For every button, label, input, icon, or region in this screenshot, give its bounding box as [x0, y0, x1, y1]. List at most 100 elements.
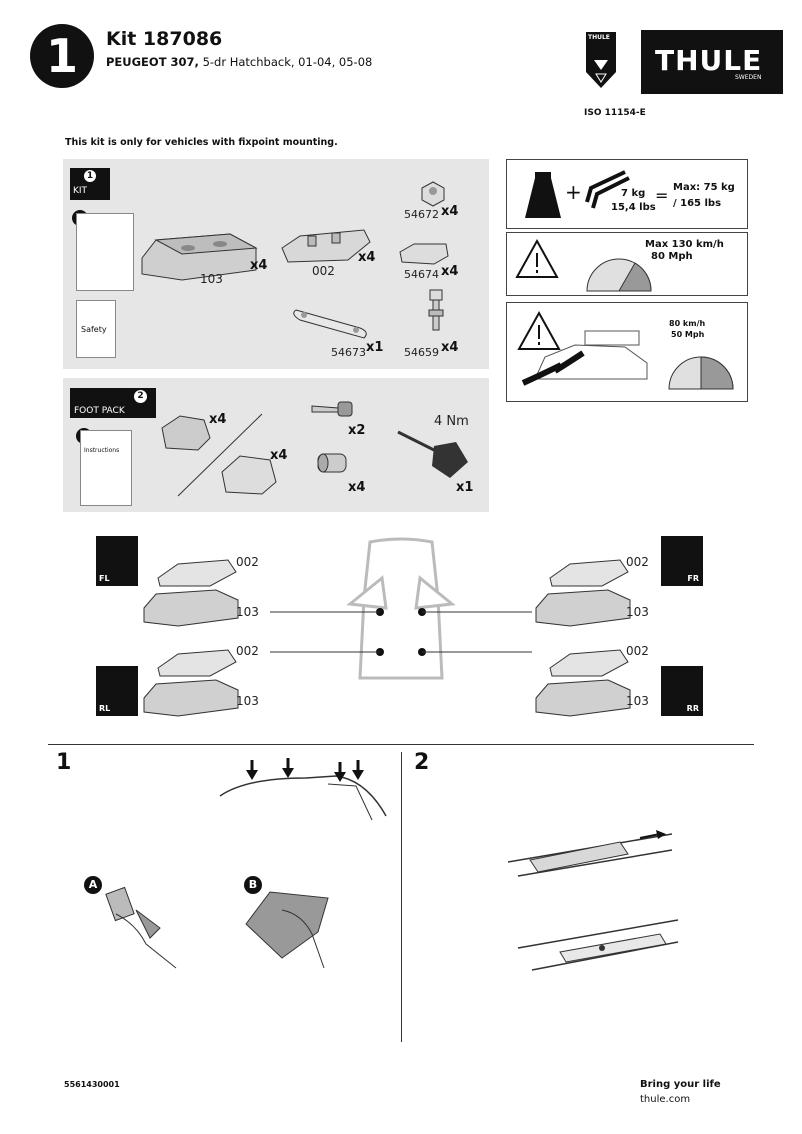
part-top-label: 002: [236, 555, 259, 569]
instruction-booklet: [76, 213, 134, 291]
tool-qty: x1: [456, 480, 474, 495]
foot-assembly-rl-icon: [143, 649, 239, 717]
part-qty: x4: [250, 258, 268, 273]
rail-slide-illustration: [507, 830, 673, 877]
key-icon: [311, 401, 353, 417]
foot-pack-label: FOOT PACK: [74, 406, 125, 416]
guarantee-badge-icon: [586, 32, 616, 88]
foot-assembly-rr-icon: [535, 649, 631, 717]
corner-tag-rl: RL: [96, 666, 138, 716]
part-code: 103: [200, 272, 223, 286]
part-qty: x4: [441, 340, 459, 355]
steps-divider: [48, 744, 754, 745]
lock-cylinder-icon: [317, 453, 347, 473]
safety-booklet: Safety: [76, 300, 116, 358]
part-number: 5561430001: [64, 1080, 120, 1089]
instructions-label: Instructions: [84, 447, 120, 454]
roof-arrows-illustration: [219, 758, 387, 821]
locks-qty: x4: [348, 480, 366, 495]
bracket-002-icon: [281, 229, 371, 263]
plus-sign: +: [565, 180, 582, 204]
foot-pack-box-icon: 2 FOOT PACK: [70, 388, 156, 418]
kit-num: 1: [84, 170, 96, 182]
sub-step-b: B: [244, 876, 262, 894]
part-code: 002: [312, 264, 335, 278]
kit-panel: [63, 159, 489, 369]
part-qty: x1: [366, 340, 384, 355]
speedometer-icon: [586, 258, 652, 292]
nut-54672-icon: [421, 181, 445, 207]
website-link[interactable]: thule.com: [640, 1094, 691, 1105]
load-bars-icon: [585, 170, 630, 209]
torque-tool-icon: [397, 430, 468, 478]
fr-label: FR: [687, 574, 699, 583]
foot-assembly-fl-icon: [143, 559, 239, 627]
kit-label: KIT: [73, 186, 88, 196]
speedometer-icon: [668, 356, 734, 390]
guarantee-badge: THULE: [584, 30, 618, 92]
foot-assembly-fr-icon: [535, 559, 631, 627]
bar-weight-kg: 7 kg: [621, 188, 646, 199]
part-bottom-label: 103: [236, 605, 259, 619]
part-top-label: 002: [626, 644, 649, 658]
fixpoint-notice: This kit is only for vehicles with fixpo…: [65, 137, 338, 148]
plate-54673-icon: [293, 309, 367, 339]
vehicle-make: PEUGEOT 307,: [106, 55, 199, 69]
max-load-kg: Max: 75 kg: [673, 182, 735, 193]
max-speed-mph: 80 Mph: [651, 251, 693, 262]
part-bottom-label: 103: [626, 605, 649, 619]
part-qty: x4: [441, 264, 459, 279]
foot-b-qty: x4: [270, 448, 288, 463]
part-code: 54659: [404, 346, 439, 359]
step-2-number: 2: [414, 750, 430, 775]
part-bottom-label: 103: [626, 694, 649, 708]
equals-sign: =: [655, 186, 669, 205]
vehicle-info: PEUGEOT 307, 5-dr Hatchback, 01-04, 05-0…: [106, 55, 372, 69]
foot-b-icon: [221, 455, 277, 495]
speed-spec-box: Max 130 km/h 80 Mph: [506, 232, 748, 296]
reduced-speed-kmh: 80 km/h: [669, 319, 706, 328]
part-code: 54674: [404, 268, 439, 281]
part-qty: x4: [358, 250, 376, 265]
load-warning-box: 80 km/h 50 Mph: [506, 302, 748, 402]
reduced-speed-mph: 50 Mph: [671, 330, 705, 339]
rail-fixpoint-illustration: [517, 919, 679, 971]
step-badge: 1: [30, 24, 94, 88]
foot-pack-num: 2: [134, 390, 147, 403]
logo-text: THULE: [655, 44, 763, 77]
steps-vertical-divider: [401, 752, 402, 1042]
corner-tag-fr: FR: [661, 536, 703, 586]
corner-tag-fl: FL: [96, 536, 138, 586]
kit-title: Kit 187086: [106, 28, 223, 50]
warning-icon: [517, 310, 561, 350]
keys-qty: x2: [348, 423, 366, 438]
sub-step-a: A: [84, 876, 102, 894]
warning-icon: [515, 238, 559, 278]
spray-hand-icon: [105, 886, 177, 969]
wipe-hand-icon: [245, 891, 329, 969]
max-load-lbs: / 165 lbs: [673, 198, 722, 209]
part-code: 54672: [404, 208, 439, 221]
bar-weight-lbs: 15,4 lbs: [611, 202, 656, 213]
foot-a-icon: [161, 415, 211, 451]
part-top-label: 002: [626, 555, 649, 569]
corner-tag-rr: RR: [661, 666, 703, 716]
badge-label: THULE: [588, 34, 610, 41]
car-top-view: [346, 537, 456, 680]
car-with-load-icon: [521, 330, 648, 386]
bolt-54659-icon: [428, 289, 444, 331]
kit-box-icon: 1 KIT: [70, 168, 110, 200]
part-bottom-label: 103: [236, 694, 259, 708]
slogan: Bring your life: [640, 1079, 721, 1090]
load-spec-box: + 7 kg 15,4 lbs = Max: 75 kg / 165 lbs: [506, 159, 748, 229]
torque-value: 4 Nm: [434, 414, 469, 429]
rr-label: RR: [686, 704, 699, 713]
pad-103-icon: [141, 233, 258, 281]
clamp-54674-icon: [399, 243, 449, 265]
foot-a-qty: x4: [209, 412, 227, 427]
thule-logo: THULE SWEDEN: [641, 30, 783, 94]
step-1-number: 1: [56, 750, 72, 775]
logo-sub: SWEDEN: [735, 74, 762, 81]
weight-icon: [525, 172, 561, 218]
